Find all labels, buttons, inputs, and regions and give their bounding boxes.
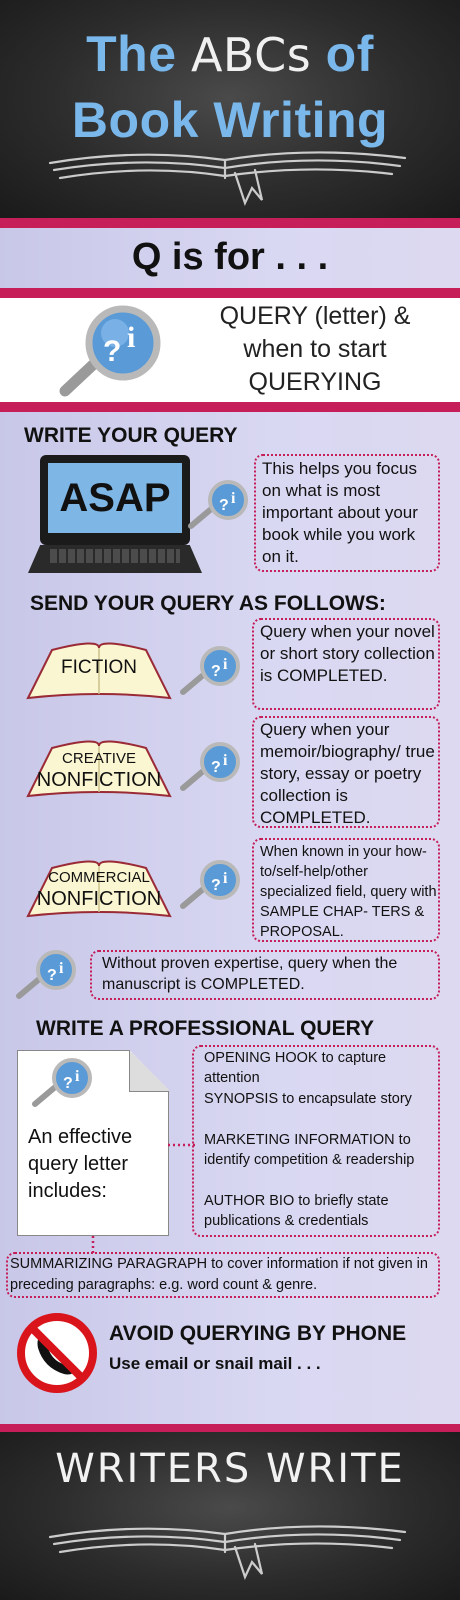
divider-bar	[0, 218, 460, 228]
svg-text:i: i	[223, 752, 228, 769]
summary-box	[6, 1252, 440, 1298]
svg-text:i: i	[231, 490, 236, 507]
magnifier-info-icon: ? i	[188, 480, 248, 529]
fiction-note: Query when your novel or short story col…	[260, 622, 435, 685]
professional-query-heading: WRITE A PROFESSIONAL QUERY	[36, 1017, 374, 1040]
svg-text:i: i	[127, 321, 135, 354]
expertise-note: Without proven expertise, query when the…	[102, 955, 398, 993]
connector-dots	[91, 1236, 95, 1254]
query-topic-line-1: QUERY (letter) &	[219, 302, 411, 330]
write-query-heading: WRITE YOUR QUERY	[24, 424, 238, 447]
document-text: An effective query letter includes:	[28, 1126, 133, 1202]
divider-bar	[0, 402, 460, 412]
book-label-fiction: FICTION	[61, 657, 137, 678]
component-hook: OPENING HOOK to capture attention	[204, 1050, 387, 1086]
summary-text: SUMMARIZING PARAGRAPH to cover informati…	[10, 1256, 428, 1293]
component-synopsis: SYNOPSIS to encapsulate story	[204, 1091, 412, 1107]
svg-text:?: ?	[211, 759, 221, 776]
open-book-icon	[26, 642, 172, 700]
q-heading-band	[0, 228, 460, 288]
send-query-heading: SEND YOUR QUERY AS FOLLOWS:	[30, 592, 386, 615]
creative-note: Query when your memoir/biography/ true s…	[260, 720, 435, 827]
divider-bar	[0, 1424, 460, 1432]
expertise-note-box	[90, 950, 440, 1000]
main-content-panel	[0, 412, 460, 1432]
header-chalkboard: The ABCs of Book Writing	[0, 0, 460, 218]
svg-text:?: ?	[211, 877, 221, 894]
creative-note-box	[252, 716, 440, 828]
component-marketing: MARKETING INFORMATION to identify compet…	[204, 1132, 415, 1168]
footer-text: WRITERS WRITE	[55, 1446, 405, 1492]
laptop-screen-text: ASAP	[48, 463, 182, 533]
book-label-nonfiction: NONFICTION	[36, 769, 162, 791]
title-word-abcs: ABCs	[190, 28, 312, 82]
avoid-phone-heading: AVOID QUERYING BY PHONE	[109, 1322, 407, 1345]
query-topic-line-3: QUERYING	[248, 368, 382, 396]
svg-text:i: i	[223, 870, 228, 887]
open-book-icon	[26, 860, 172, 918]
svg-text:i: i	[75, 1068, 80, 1085]
svg-text:i: i	[59, 960, 64, 977]
divider-bar	[0, 288, 460, 298]
title-word-of: of	[325, 26, 374, 82]
magnifier-info-icon: ? i	[59, 305, 161, 397]
laptop-keyboard	[50, 549, 180, 563]
svg-text:?: ?	[219, 497, 229, 514]
commercial-note: When known in your how-to/self-help/othe…	[260, 844, 437, 940]
svg-text:?: ?	[47, 967, 57, 984]
q-heading: Q is for . . .	[131, 236, 329, 278]
book-label-creative: CREATIVE	[62, 750, 136, 767]
title-line-2: Book Writing	[71, 92, 389, 148]
open-book-icon	[26, 740, 172, 798]
title-word-the: The	[86, 26, 177, 82]
magnifier-info-icon: ? i	[180, 646, 240, 695]
component-author-bio: AUTHOR BIO to briefly state publications…	[204, 1193, 389, 1229]
svg-text:i: i	[223, 656, 228, 673]
svg-text:?: ?	[103, 335, 121, 368]
book-label-commercial: COMMERCIAL	[48, 869, 150, 886]
commercial-note-box	[252, 838, 440, 942]
fiction-note-box	[252, 618, 440, 710]
chalk-book-drawing-icon	[48, 1525, 407, 1580]
magnifier-info-icon: ? i	[16, 950, 76, 999]
book-label-nonfiction: NONFICTION	[36, 888, 162, 910]
document-fold	[129, 1050, 169, 1092]
magnifier-info-icon: ? i	[180, 742, 240, 791]
components-box	[192, 1045, 440, 1237]
write-query-note-box	[254, 454, 440, 572]
write-query-note: This helps you focus on what is most imp…	[262, 459, 418, 566]
title-line-1: The ABCs of	[0, 26, 460, 83]
no-phone-icon	[17, 1313, 97, 1393]
footer-chalkboard: WRITERS WRITE	[0, 1432, 460, 1600]
svg-text:?: ?	[211, 663, 221, 680]
svg-text:?: ?	[63, 1075, 73, 1092]
magnifier-info-icon: ? i	[180, 860, 240, 909]
query-topic-line-2: when to start	[243, 335, 387, 363]
chalk-book-drawing-icon	[48, 151, 407, 206]
avoid-phone-sub: Use email or snail mail . . .	[109, 1354, 321, 1373]
magnifier-info-icon: ? i	[32, 1058, 92, 1107]
